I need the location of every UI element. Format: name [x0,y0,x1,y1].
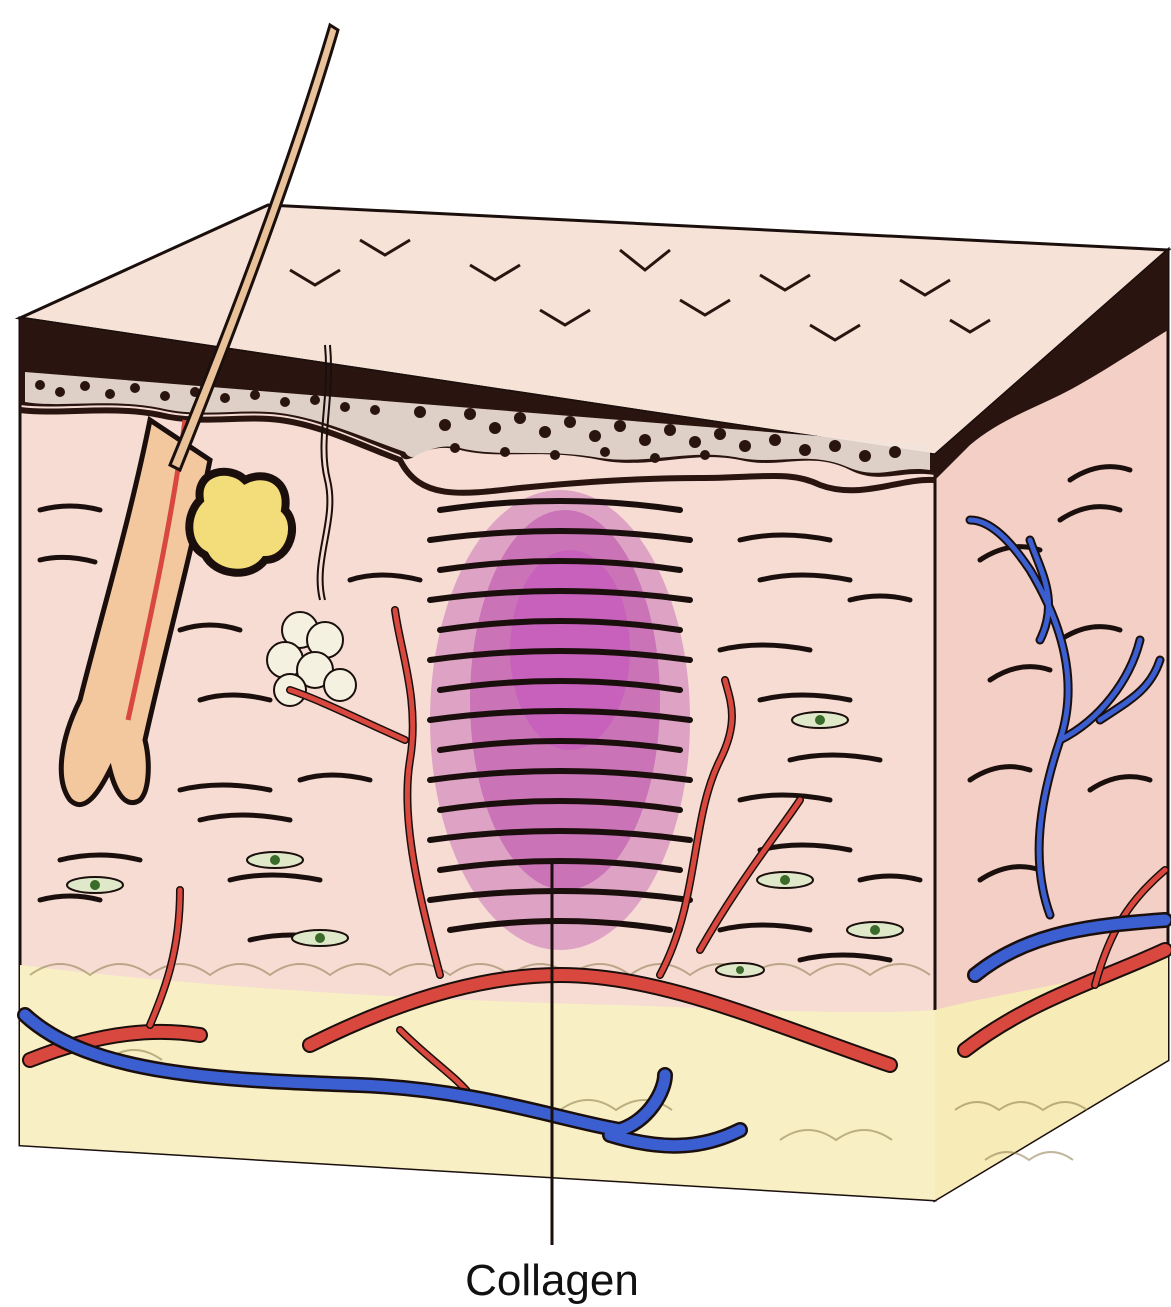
sebaceous-gland [189,472,292,573]
collagen-label: Collagen [465,1256,639,1305]
collagen-deposit [430,490,690,950]
